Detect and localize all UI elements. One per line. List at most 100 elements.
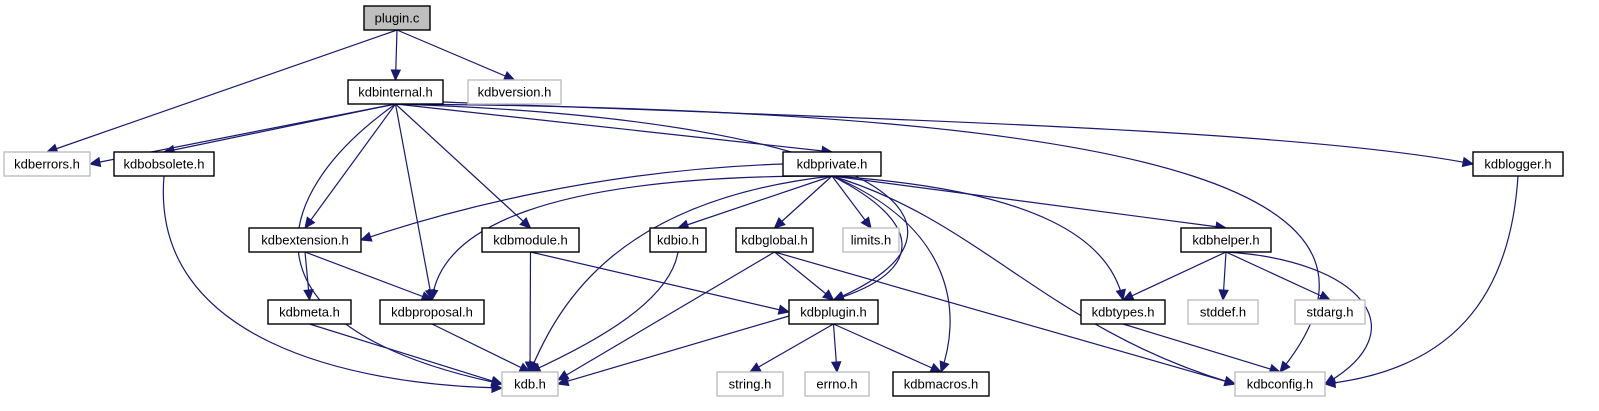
arrowhead-icon [304, 216, 316, 229]
node-box [467, 79, 562, 105]
node-box [782, 151, 882, 177]
edge-kdbprivate-to-kdbproposal [431, 175, 833, 301]
node-kdbprivate[interactable]: kdbprivate.h [782, 151, 882, 177]
node-kdbversion: kdbversion.h [467, 79, 562, 105]
arrowhead-icon [1218, 289, 1229, 302]
node-label: kdbobsolete.h [124, 157, 205, 172]
edge-kdbinternal-to-kdb [297, 103, 503, 385]
node-box [1080, 299, 1166, 325]
arrowhead-icon [1115, 288, 1126, 302]
arrowhead-icon [748, 362, 762, 373]
edge-kdbprivate-to-kdbconfig [831, 175, 1236, 385]
node-box [735, 227, 814, 253]
arrowhead-icon [556, 375, 570, 387]
edge-kdbmeta-to-kdb [309, 323, 503, 385]
node-box [649, 227, 707, 253]
edge-kdbio-to-kdb [529, 251, 679, 373]
node-box [267, 299, 352, 325]
arrowhead-icon [519, 217, 532, 229]
node-label: kdbtypes.h [1092, 305, 1155, 320]
node-box [804, 371, 870, 397]
edge-kdbinternal-to-kdbextension [304, 103, 396, 229]
node-label: kdbextension.h [261, 233, 348, 248]
edge-plugin_c-to-kdberrors [46, 29, 398, 153]
edge-kdbinternal-to-kdbplugin [395, 103, 909, 301]
node-string: string.h [716, 371, 784, 397]
edge-kdbmodule-to-kdb [529, 251, 532, 373]
node-label: kdb.h [514, 377, 546, 392]
node-plugin_c[interactable]: plugin.c [363, 5, 431, 31]
node-label: kdblogger.h [1484, 157, 1551, 172]
arrowhead-icon [929, 362, 943, 373]
edge-kdbplugin-to-kdb [557, 315, 790, 385]
edge-kdbtypes-to-kdbconfig [1122, 323, 1281, 373]
node-box [716, 371, 784, 397]
node-kdbextension[interactable]: kdbextension.h [248, 227, 362, 253]
arrowhead-icon [1223, 376, 1237, 387]
arrowhead-icon [777, 304, 791, 315]
edge-kdbglobal-to-kdbplugin [774, 251, 834, 301]
arrowhead-icon [939, 360, 950, 374]
edges-layer [45, 29, 1519, 394]
node-kdberrors: kdberrors.h [3, 151, 91, 177]
arrowhead-icon [491, 382, 504, 394]
node-kdbproposal[interactable]: kdbproposal.h [379, 299, 485, 325]
node-kdbmacros[interactable]: kdbmacros.h [892, 371, 990, 397]
arrowhead-icon [524, 361, 536, 374]
edge-kdbprivate-to-limits [831, 175, 872, 229]
edge-kdbinternal-to-kdbproposal [394, 103, 433, 301]
nodes-layer: plugin.c kdbinternal.h kdbversion.h kdberro… [3, 5, 1564, 397]
node-kdblogger[interactable]: kdblogger.h [1472, 151, 1564, 177]
node-kdbio[interactable]: kdbio.h [649, 227, 707, 253]
arrowhead-icon [822, 289, 835, 301]
node-label: string.h [729, 377, 772, 392]
node-box [347, 79, 444, 105]
arrowhead-icon [830, 361, 842, 374]
arrowhead-icon [427, 288, 439, 302]
edge-kdbprivate-to-kdbextension [360, 163, 784, 241]
node-kdbmodule[interactable]: kdbmodule.h [481, 227, 580, 253]
arrowhead-icon [502, 71, 516, 81]
node-label: stddef.h [1200, 305, 1246, 320]
node-box [3, 151, 91, 177]
node-kdbconfig: kdbconfig.h [1234, 371, 1326, 397]
node-kdb: kdb.h [501, 371, 559, 397]
arrowhead-icon [1461, 156, 1475, 168]
edge-kdbhelper-to-stdarg [1225, 251, 1331, 301]
edge-kdbproposal-to-kdb [431, 323, 531, 373]
node-kdbhelper[interactable]: kdbhelper.h [1180, 227, 1272, 253]
node-box [113, 151, 215, 177]
arrowhead-icon [88, 156, 102, 168]
node-errno: errno.h [804, 371, 870, 397]
arrowhead-icon [303, 289, 314, 302]
edge-kdbprivate-to-kdbio [677, 175, 833, 229]
node-kdbglobal[interactable]: kdbglobal.h [735, 227, 814, 253]
node-limits: limits.h [842, 227, 900, 253]
arrowhead-icon [390, 69, 402, 82]
arrowhead-icon [1323, 374, 1337, 385]
node-label: limits.h [851, 233, 891, 248]
node-kdbobsolete[interactable]: kdbobsolete.h [113, 151, 215, 177]
node-label: kdbconfig.h [1247, 377, 1314, 392]
node-kdbtypes[interactable]: kdbtypes.h [1080, 299, 1166, 325]
node-box [501, 371, 559, 397]
edge-kdbprivate-to-kdbtypes [831, 175, 1124, 301]
node-label: kdbproposal.h [391, 305, 473, 320]
node-kdbinternal[interactable]: kdbinternal.h [347, 79, 444, 105]
node-label: kdbhelper.h [1192, 233, 1259, 248]
edge-kdbinternal-to-kdbobsolete [163, 103, 396, 153]
node-label: kdbversion.h [478, 85, 552, 100]
node-box [1234, 371, 1326, 397]
edge-kdbinternal-to-kdblogger [442, 101, 1474, 165]
arrowhead-icon [860, 216, 872, 229]
edge-kdbextension-to-kdbproposal [304, 251, 433, 301]
arrowhead-icon [359, 231, 373, 242]
edge-kdbplugin-to-kdbmacros [833, 323, 942, 373]
node-box [1294, 299, 1366, 325]
node-kdbmeta[interactable]: kdbmeta.h [267, 299, 352, 325]
node-box [363, 5, 431, 31]
edge-kdbglobal-to-kdb [557, 251, 775, 381]
node-stdarg: stdarg.h [1294, 299, 1366, 325]
node-kdbplugin[interactable]: kdbplugin.h [788, 299, 879, 325]
